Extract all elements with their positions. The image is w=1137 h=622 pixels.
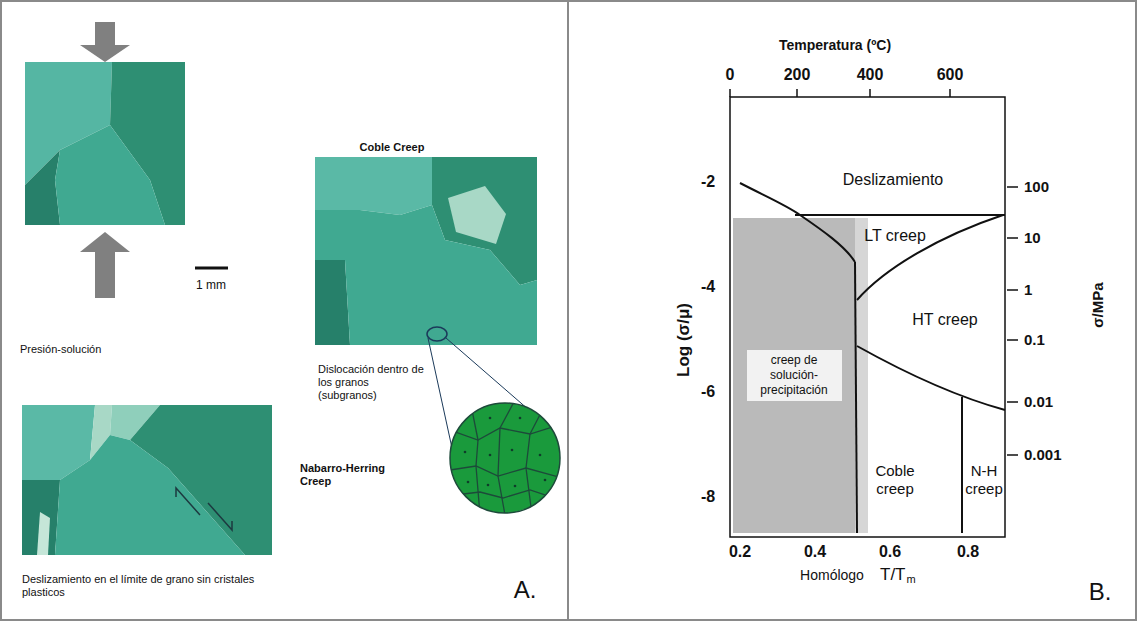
axis-title-holder: Homólogo — [800, 567, 864, 584]
tick-label-holder: -6 — [701, 382, 715, 401]
zoom-marker — [427, 327, 447, 341]
tick-label: 100 — [1024, 178, 1049, 196]
axis-title-holder: σ/MPa — [1089, 282, 1107, 327]
tick-label-holder: 10 — [1024, 229, 1041, 247]
tick-label: -2 — [701, 172, 715, 191]
axis-title: σ/MPa — [1089, 282, 1107, 327]
tick-label: 0.2 — [729, 542, 751, 561]
compression-arrow — [80, 22, 130, 298]
panel-letter: B. — [1089, 578, 1112, 607]
panel-title-holder: Nabarro-Herring Creep — [300, 462, 408, 488]
tick-label: -4 — [701, 277, 715, 296]
region-label: creep de solución-precipitación — [747, 350, 842, 401]
axis-title: Temperatura (ºC) — [779, 37, 891, 54]
scale-bar — [195, 267, 228, 270]
subgrain-circle — [450, 400, 562, 515]
axis-title-holder: Log (σ/μ) — [674, 303, 694, 377]
axis-title: T/T — [880, 565, 906, 585]
field-label-holder: Deslizamiento — [843, 170, 943, 189]
tick-label-holder: 0 — [726, 65, 735, 84]
field-label: Coble creep — [867, 462, 923, 498]
tick-label-holder: 0.2 — [729, 542, 751, 561]
caption-text-holder: Presión-solución — [20, 343, 101, 356]
tick-label-holder: 0.8 — [957, 542, 979, 561]
axis-subscript: m — [907, 573, 916, 586]
panel-letter-holder: A. — [514, 576, 537, 605]
tick-label: 10 — [1024, 229, 1041, 247]
tick-label-holder: 600 — [937, 65, 964, 84]
field-label: Deslizamiento — [843, 170, 943, 189]
axis-tick — [730, 89, 1018, 455]
panel-title-holder: Coble Creep — [360, 141, 425, 154]
tick-label-holder: -4 — [701, 277, 715, 296]
field-label: LT creep — [864, 226, 926, 245]
caption-text-holder: Deslizamiento en el límite de grano sin … — [22, 573, 267, 599]
field-label: HT creep — [912, 310, 978, 329]
axis-title-holder: T/T — [880, 565, 906, 585]
tick-label-holder: 0.4 — [804, 542, 826, 561]
scale-label: 1 mm — [196, 278, 226, 292]
tick-label: 400 — [857, 65, 884, 84]
tick-label: 0 — [726, 65, 735, 84]
tick-label-holder: 0.1 — [1024, 331, 1045, 349]
tick-label-holder: 100 — [1024, 178, 1049, 196]
caption-text-holder: Dislocación dentro de los granos (subgra… — [318, 363, 430, 403]
scale-label-holder: 1 mm — [196, 278, 226, 292]
slip-arrow — [176, 488, 232, 530]
axis-subscript-holder: m — [907, 573, 916, 586]
panel-letter-holder: B. — [1089, 578, 1112, 607]
tick-label: 0.8 — [957, 542, 979, 561]
tick-label: 600 — [937, 65, 964, 84]
panel-title: Nabarro-Herring Creep — [300, 462, 408, 488]
tick-label: 0.1 — [1024, 331, 1045, 349]
caption-text: Presión-solución — [20, 343, 101, 356]
tick-label-holder: 1 — [1024, 281, 1032, 299]
tick-label-holder: 0.01 — [1024, 393, 1053, 411]
grain-aggregate — [22, 405, 272, 555]
tick-label-holder: 200 — [784, 65, 811, 84]
field-label-holder: LT creep — [864, 226, 926, 245]
grain-aggregate — [25, 62, 185, 225]
region-fill — [733, 218, 868, 533]
axis-title: Homólogo — [800, 567, 864, 584]
caption-text: Deslizamiento en el límite de grano sin … — [22, 573, 267, 599]
tick-label: -6 — [701, 382, 715, 401]
solution-precipitation-band: creep de solución-precipitación — [733, 218, 855, 533]
field-label-holder: N-H creep — [965, 462, 1003, 498]
field-label-holder: Coble creep — [867, 462, 923, 498]
tick-label: 0.01 — [1024, 393, 1053, 411]
tick-label: 0.001 — [1024, 446, 1062, 464]
panel-title: Coble Creep — [360, 141, 425, 154]
tick-label: 0.6 — [879, 542, 901, 561]
panel-letter: A. — [514, 576, 537, 605]
tick-label: -8 — [701, 487, 715, 506]
axis-title: Log (σ/μ) — [674, 303, 694, 377]
grain-aggregate — [315, 157, 537, 345]
field-boundary — [740, 183, 1005, 533]
tick-label-holder: 0.6 — [879, 542, 901, 561]
field-label: N-H creep — [965, 462, 1003, 498]
tick-label-holder: -2 — [701, 172, 715, 191]
plot-frame — [730, 97, 1005, 537]
tick-label-holder: 400 — [857, 65, 884, 84]
tick-label-holder: -8 — [701, 487, 715, 506]
tick-label: 200 — [784, 65, 811, 84]
caption-text: Dislocación dentro de los granos (subgra… — [318, 363, 430, 403]
tick-label-holder: 0.001 — [1024, 446, 1062, 464]
axis-title-holder: Temperatura (ºC) — [779, 37, 891, 54]
tick-label: 1 — [1024, 281, 1032, 299]
tick-label: 0.4 — [804, 542, 826, 561]
field-label-holder: HT creep — [912, 310, 978, 329]
